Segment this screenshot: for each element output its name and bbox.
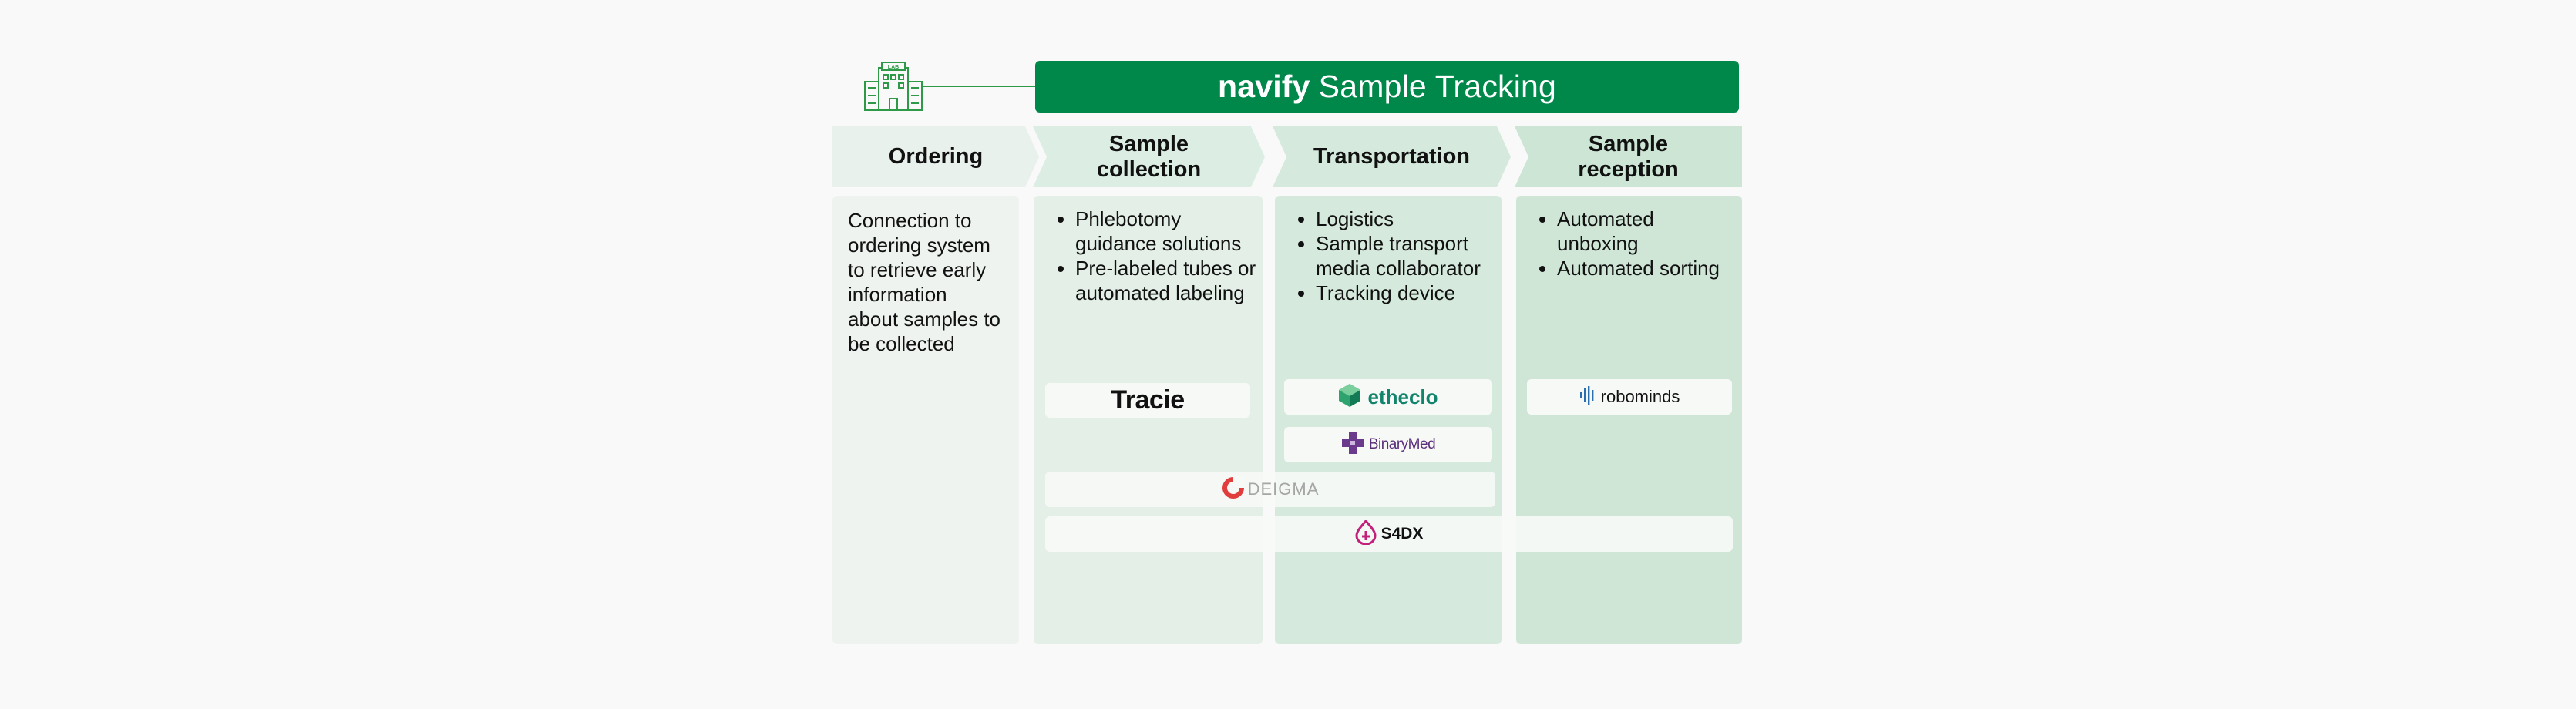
s4dx-logo: S4DX <box>1045 516 1733 552</box>
column-ordering <box>832 196 1019 644</box>
stage-title-line2: collection <box>1096 156 1202 182</box>
stage-title-line2: reception <box>1578 156 1679 182</box>
etheclo-cube-icon <box>1338 383 1361 412</box>
deigma-ring-icon <box>1222 475 1245 503</box>
bullet-item: Sample transport media collaborator <box>1316 231 1499 281</box>
stage-title-line1: Sample <box>1588 131 1669 156</box>
header-connector-line <box>923 86 1037 87</box>
column-transportation <box>1275 196 1502 644</box>
binarymed-logo: BinaryMed <box>1284 427 1492 462</box>
tracie-logo: Tracie <box>1045 383 1250 418</box>
robominds-logo: robominds <box>1527 379 1732 415</box>
binarymed-cross-icon <box>1341 432 1364 459</box>
etheclo-wordmark: etheclo <box>1367 385 1438 408</box>
deigma-wordmark: DEIGMA <box>1247 479 1320 499</box>
s4dx-drop-icon <box>1355 519 1377 549</box>
svg-text:LAB: LAB <box>888 65 899 70</box>
column-sample-collection <box>1034 196 1263 644</box>
transportation-bullets: Logistics Sample transport media collabo… <box>1290 207 1499 305</box>
bullet-item: Automated unboxing <box>1557 207 1740 256</box>
etheclo-logo: etheclo <box>1284 379 1492 415</box>
brand-name: navify <box>1217 69 1310 104</box>
tracie-wordmark: Tracie <box>1111 385 1185 415</box>
product-name: Sample Tracking <box>1318 69 1557 104</box>
bullet-item: Tracking device <box>1316 281 1499 305</box>
stage-title-line1: Sample <box>1108 131 1189 156</box>
bullet-item: Logistics <box>1316 207 1499 231</box>
robominds-wordmark: robominds <box>1600 387 1680 406</box>
s4dx-wordmark: S4DX <box>1380 525 1424 543</box>
stage-header-ordering: Ordering <box>832 126 1039 187</box>
collection-bullets: Phlebotomy guidance solutions Pre-labele… <box>1049 207 1261 305</box>
ordering-text: Connection to ordering system to retriev… <box>848 209 1001 355</box>
deigma-logo: DEIGMA <box>1045 472 1495 507</box>
lab-building-icon: LAB <box>863 62 923 111</box>
binarymed-wordmark: BinaryMed <box>1368 436 1436 452</box>
bullet-item: Automated sorting <box>1557 256 1740 281</box>
ordering-description: Connection to ordering system to retriev… <box>848 208 1002 356</box>
robominds-wave-icon <box>1579 385 1596 408</box>
stage-title: Ordering <box>888 144 984 169</box>
bullet-item: Pre-labeled tubes or automated labeling <box>1075 256 1261 305</box>
stage-header-sample-reception: Sample reception <box>1515 126 1742 187</box>
column-sample-reception <box>1516 196 1742 644</box>
stage-header-transportation: Transportation <box>1273 126 1511 187</box>
stage-header-sample-collection: Sample collection <box>1033 126 1265 187</box>
stage-title: Transportation <box>1313 144 1470 169</box>
title-bar: navify Sample Tracking <box>1035 61 1739 113</box>
reception-bullets: Automated unboxing Automated sorting <box>1531 207 1740 281</box>
bullet-item: Phlebotomy guidance solutions <box>1075 207 1261 256</box>
